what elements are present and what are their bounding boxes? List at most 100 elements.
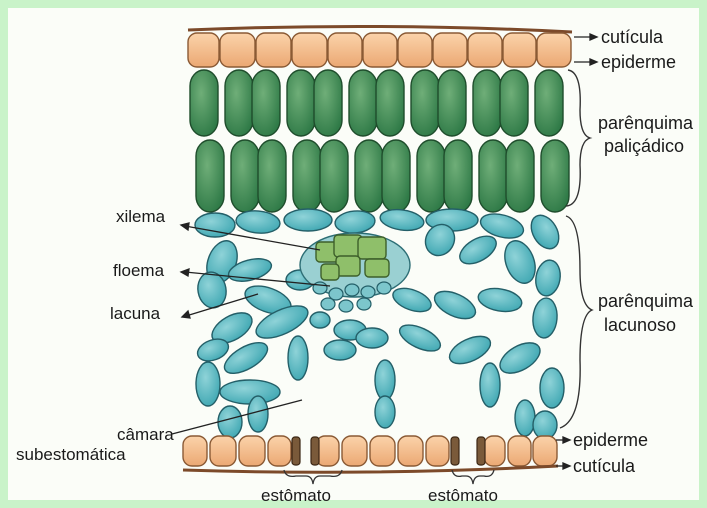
spongy-cell — [284, 209, 332, 231]
spongy-cell — [499, 237, 540, 288]
epidermis-cell — [328, 33, 362, 67]
guard-cell — [477, 437, 485, 465]
spongy-cell — [334, 209, 376, 234]
vascular-bundle — [300, 233, 410, 312]
spongy-cell — [476, 285, 523, 314]
epidermis-cell — [468, 33, 502, 67]
palisade-cell — [190, 70, 218, 136]
epidermis-cell — [484, 436, 505, 466]
palisade-cell — [417, 140, 445, 212]
phloem-cell — [377, 282, 391, 294]
phloem-cell — [321, 298, 335, 310]
spongy-cell — [515, 400, 535, 436]
label-cuticula-bottom: cutícula — [573, 456, 636, 476]
palisade-cell — [320, 140, 348, 212]
spongy-cell — [480, 363, 500, 407]
label-floema: floema — [113, 261, 165, 280]
palisade-cell — [444, 140, 472, 212]
palisade-cell — [535, 70, 563, 136]
label-parenquima-lacunoso-2: lacunoso — [604, 315, 676, 335]
diagram-frame: cutícula epiderme parênquima paliçádico … — [8, 8, 699, 500]
palisade-parenchyma — [190, 70, 569, 212]
epidermis-cell — [292, 33, 327, 67]
guard-cell — [292, 437, 300, 465]
phloem-cell — [313, 282, 327, 294]
palisade-cell — [541, 140, 569, 212]
spongy-cell — [324, 340, 356, 360]
top-cuticle — [188, 26, 572, 32]
xylem-cell — [321, 264, 339, 280]
epidermis-cell — [370, 436, 395, 466]
bottom-epidermis — [183, 436, 557, 466]
epidermis-cell — [256, 33, 291, 67]
phloem-cell — [345, 284, 359, 296]
palisade-cell — [355, 140, 383, 212]
xylem-cell — [365, 259, 389, 277]
label-camara: câmara — [117, 425, 174, 444]
label-parenquima-palicadico-2: paliçádico — [604, 136, 684, 156]
palisade-cell — [506, 140, 534, 212]
spongy-cell — [533, 258, 563, 298]
spongy-cell — [531, 297, 558, 339]
spongy-cell — [235, 209, 281, 235]
epidermis-cell — [503, 33, 536, 67]
epidermis-cell — [398, 33, 432, 67]
epidermis-cell — [533, 436, 557, 466]
spongy-cell — [540, 368, 564, 408]
spongy-cell — [220, 380, 280, 404]
palisade-cell — [258, 140, 286, 212]
spongy-cell — [430, 286, 479, 325]
palisade-cell — [293, 140, 321, 212]
palisade-cell — [411, 70, 439, 136]
spongy-cell — [375, 396, 395, 428]
spongy-cell — [196, 362, 220, 406]
palisade-cell — [314, 70, 342, 136]
guard-cell — [311, 437, 319, 465]
label-estomato-1: estômato — [261, 486, 331, 505]
epidermis-cell — [426, 436, 449, 466]
spongy-cell — [396, 320, 444, 357]
epidermis-cell — [398, 436, 423, 466]
guard-cell — [451, 437, 459, 465]
brace-lacunoso — [560, 216, 592, 428]
bottom-cuticle — [183, 466, 558, 472]
palisade-cell — [438, 70, 466, 136]
spongy-cell — [356, 328, 388, 348]
palisade-cell — [479, 140, 507, 212]
palisade-cell — [196, 140, 224, 212]
spongy-cell — [526, 210, 565, 253]
phloem-cell — [357, 298, 371, 310]
stomata-brace-2 — [452, 470, 494, 484]
epidermis-cell — [210, 436, 236, 466]
epidermis-cell — [508, 436, 531, 466]
spongy-cell — [533, 411, 557, 439]
top-epidermis — [188, 33, 571, 67]
phloem-cell — [361, 286, 375, 298]
spongy-cell — [455, 230, 501, 269]
spongy-cell — [495, 337, 545, 380]
label-epiderme-bottom: epiderme — [573, 430, 648, 450]
spongy-cell — [218, 406, 242, 438]
palisade-cell — [225, 70, 253, 136]
label-xilema: xilema — [116, 207, 166, 226]
epidermis-cell — [220, 33, 255, 67]
label-subestomatica: subestomática — [16, 445, 126, 464]
palisade-cell — [473, 70, 501, 136]
spongy-cell — [310, 312, 330, 328]
palisade-cell — [500, 70, 528, 136]
epidermis-cell — [183, 436, 207, 466]
epidermis-cell — [342, 436, 367, 466]
spongy-cell — [390, 284, 434, 316]
palisade-cell — [382, 140, 410, 212]
xylem-cell — [358, 237, 386, 259]
label-estomato-2: estômato — [428, 486, 498, 505]
palisade-cell — [252, 70, 280, 136]
palisade-cell — [376, 70, 404, 136]
phloem-cell — [339, 300, 353, 312]
palisade-cell — [349, 70, 377, 136]
spongy-cell — [288, 336, 308, 380]
epidermis-cell — [433, 33, 467, 67]
label-parenquima-palicadico-1: parênquima — [598, 113, 694, 133]
palisade-cell — [287, 70, 315, 136]
